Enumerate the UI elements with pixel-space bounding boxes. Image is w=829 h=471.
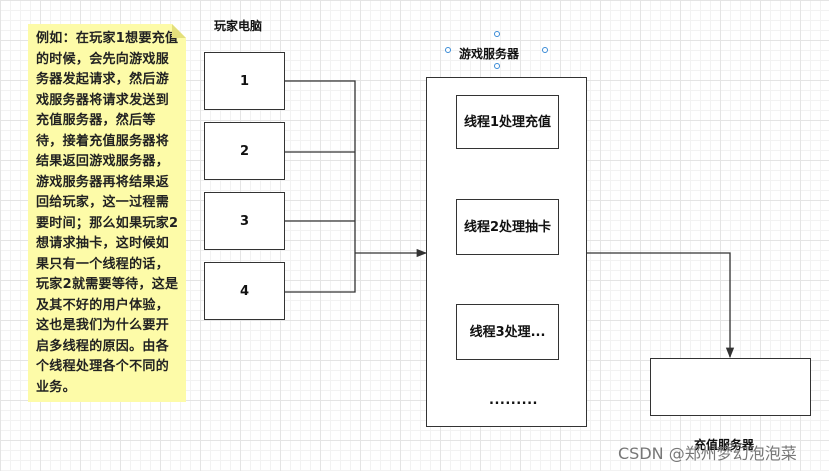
selection-handle-top[interactable]: [494, 31, 500, 37]
player-pc-title: 玩家电脑: [214, 19, 263, 33]
more-threads-ellipsis: .........: [489, 393, 538, 408]
csdn-watermark: CSDN @郑州梦幻泡泡菜: [618, 444, 797, 463]
selection-handle-right[interactable]: [542, 47, 548, 53]
recharge-server-box[interactable]: [650, 358, 811, 416]
recharge-server-title: 充值服务器: [694, 438, 755, 452]
player-box-2[interactable]: 2: [204, 122, 285, 180]
selection-handle-bottom[interactable]: [494, 63, 500, 69]
connector-player4: [285, 253, 356, 293]
thread-box-2[interactable]: 线程2处理抽卡: [456, 199, 559, 255]
player-box-1[interactable]: 1: [204, 52, 285, 110]
game-server-title: 游戏服务器: [459, 47, 520, 61]
thread-box-1[interactable]: 线程1处理充值: [456, 95, 559, 149]
player-box-4[interactable]: 4: [204, 262, 285, 320]
connector-to-recharge-server: [587, 252, 735, 359]
connector-player1: [285, 80, 356, 253]
player-box-3[interactable]: 3: [204, 192, 285, 250]
explanation-note: 例如：在玩家1想要充值的时候，会先向游戏服务器发起请求，然后游戏服务器将请求发送…: [28, 24, 186, 402]
thread-box-3[interactable]: 线程3处理...: [456, 304, 559, 360]
selection-handle-left[interactable]: [445, 47, 451, 53]
